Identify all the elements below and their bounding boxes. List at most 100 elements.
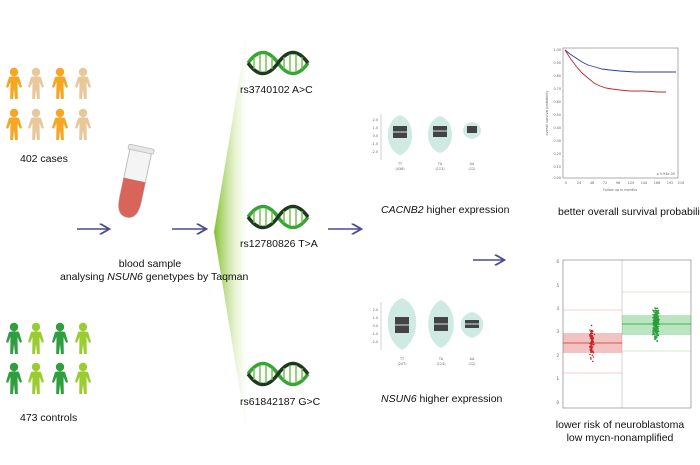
risk-dot-left xyxy=(590,342,592,345)
survival-ytick: 0.50 xyxy=(553,113,561,117)
risk-dot-right xyxy=(657,325,660,328)
risk-dot-right xyxy=(654,311,656,314)
survival-ytick: 1.00 xyxy=(553,48,561,52)
risk-ytick: 2 xyxy=(556,353,559,358)
risk-dot-right xyxy=(657,321,659,324)
risk-caption-line2: low mycn-nonamplified xyxy=(566,432,674,444)
risk-dot-left xyxy=(591,334,593,337)
risk-caption: lower risk of neuroblastoma low mycn-non… xyxy=(540,419,700,445)
violin1-group-label: AA xyxy=(470,162,475,166)
risk-dot-right xyxy=(654,333,656,336)
risk-dot-left xyxy=(591,342,593,344)
risk-dot-right xyxy=(654,314,657,316)
risk-dot-right xyxy=(655,318,658,320)
survival-xtick: 216 xyxy=(678,181,684,185)
risk-dot-right xyxy=(656,340,659,342)
risk-dot-right xyxy=(656,313,659,315)
sample-line1: blood sample xyxy=(118,258,182,270)
violin2-ytick: 2.0 xyxy=(373,308,378,312)
snp-label-3: rs61842187 G>C xyxy=(240,396,321,408)
risk-dot-right xyxy=(652,326,655,329)
blood-tube-icon xyxy=(118,143,155,218)
violin2-ytick: -1.0 xyxy=(371,332,378,336)
snp-fan-wedge xyxy=(214,38,246,428)
risk-dot-left xyxy=(592,337,594,339)
expr1-caption: CACNB2 higher expression xyxy=(381,204,510,216)
risk-dot-left xyxy=(589,349,591,351)
risk-dot-left xyxy=(590,350,593,353)
risk-ytick: 4 xyxy=(556,306,559,311)
violin-plot-cacnb2: 2.0 1.0 0.0 -1.0 -2.0 TT TA AA (436) (11… xyxy=(371,114,481,171)
risk-dot-right xyxy=(655,322,658,324)
risk-dot-left xyxy=(590,345,593,347)
violin1-group-label: TT xyxy=(397,162,403,166)
violin1-ytick: 2.0 xyxy=(373,118,378,122)
survival-xtick: 24 xyxy=(577,181,581,185)
violin1-group-count: (12) xyxy=(469,167,477,171)
survival-ytick: 0.70 xyxy=(553,87,561,91)
expr1-gene: CACNB2 xyxy=(381,204,424,216)
violin1-group-label: TA xyxy=(437,162,443,166)
risk-dot-right xyxy=(657,311,659,313)
risk-ytick: 1 xyxy=(556,376,559,381)
risk-dot-right xyxy=(654,335,656,337)
risk-ytick: 0 xyxy=(556,400,559,405)
survival-curve-high xyxy=(564,49,676,73)
snp-label-2: rs12780826 T>A xyxy=(240,238,318,250)
risk-dot-left xyxy=(589,337,592,339)
violin2-group-label: AA xyxy=(470,357,475,361)
risk-dot-right xyxy=(656,327,658,330)
risk-dot-right xyxy=(657,334,659,337)
risk-dot-right xyxy=(655,324,658,326)
risk-dots-right xyxy=(652,307,660,343)
violin1-group-count: (113) xyxy=(435,167,445,171)
risk-ytick: 5 xyxy=(556,283,559,288)
risk-dot-right xyxy=(654,309,656,312)
risk-dot-left xyxy=(591,354,594,357)
dna-helix-icon-3 xyxy=(246,361,310,387)
survival-pvalue: p 5.94e-05 xyxy=(657,172,675,176)
risk-dot-right xyxy=(655,310,658,312)
survival-xtick: 192 xyxy=(667,181,673,185)
sample-line2: analysing NSUN6 genetypes by Taqman xyxy=(60,271,249,283)
survival-ytick: 0.60 xyxy=(553,100,561,104)
risk-caption-line1: lower risk of neuroblastoma xyxy=(555,419,685,431)
survival-xtick: 0 xyxy=(565,181,567,185)
snp-label-1: rs3740102 A>C xyxy=(240,84,313,96)
violin2-group-count: (12) xyxy=(469,362,477,366)
survival-caption: better overall survival probability xyxy=(558,206,700,218)
risk-dot-right xyxy=(657,315,659,318)
violin2-ytick: -2.0 xyxy=(371,340,378,344)
expr2-gene: NSUN6 xyxy=(381,393,417,405)
violin-plot-nsun6: 2.0 1.0 0.0 -1.0 -2.0 TT TA AA (247) (12… xyxy=(371,298,484,366)
risk-dot-left xyxy=(592,356,595,358)
violin2-group-count: (247) xyxy=(397,362,407,366)
risk-dot-left xyxy=(590,331,593,333)
risk-dot-left xyxy=(589,335,591,338)
risk-dot-right xyxy=(653,317,655,319)
sample-gene: NSUN6 xyxy=(107,271,143,283)
risk-dot-left xyxy=(589,357,592,359)
risk-dot-left xyxy=(590,348,593,350)
risk-dot-left xyxy=(592,340,595,343)
violin1-ytick: 0.0 xyxy=(373,134,378,138)
risk-dot-left xyxy=(590,324,593,327)
survival-xtick: 72 xyxy=(603,181,607,185)
survival-ytick: 0.10 xyxy=(553,165,561,169)
risk-dot-left xyxy=(592,350,594,352)
risk-dot-right xyxy=(657,328,659,330)
risk-dot-right xyxy=(657,312,660,315)
violin2-ytick: 1.0 xyxy=(373,316,378,320)
risk-dot-right xyxy=(655,331,658,333)
survival-ytick: 0.40 xyxy=(553,126,561,130)
risk-dot-right xyxy=(654,319,656,322)
survival-ytick: 0.80 xyxy=(553,74,561,78)
risk-dot-left xyxy=(589,333,591,336)
risk-dot-right xyxy=(654,323,657,326)
risk-dot-right xyxy=(655,311,658,313)
violin1-ytick: -2.0 xyxy=(371,150,378,154)
risk-dot-right xyxy=(652,313,654,316)
sample-label: blood sample analysing NSUN6 genetypes b… xyxy=(60,258,249,284)
risk-dot-left xyxy=(592,360,594,363)
survival-xtick: 144 xyxy=(641,181,647,185)
